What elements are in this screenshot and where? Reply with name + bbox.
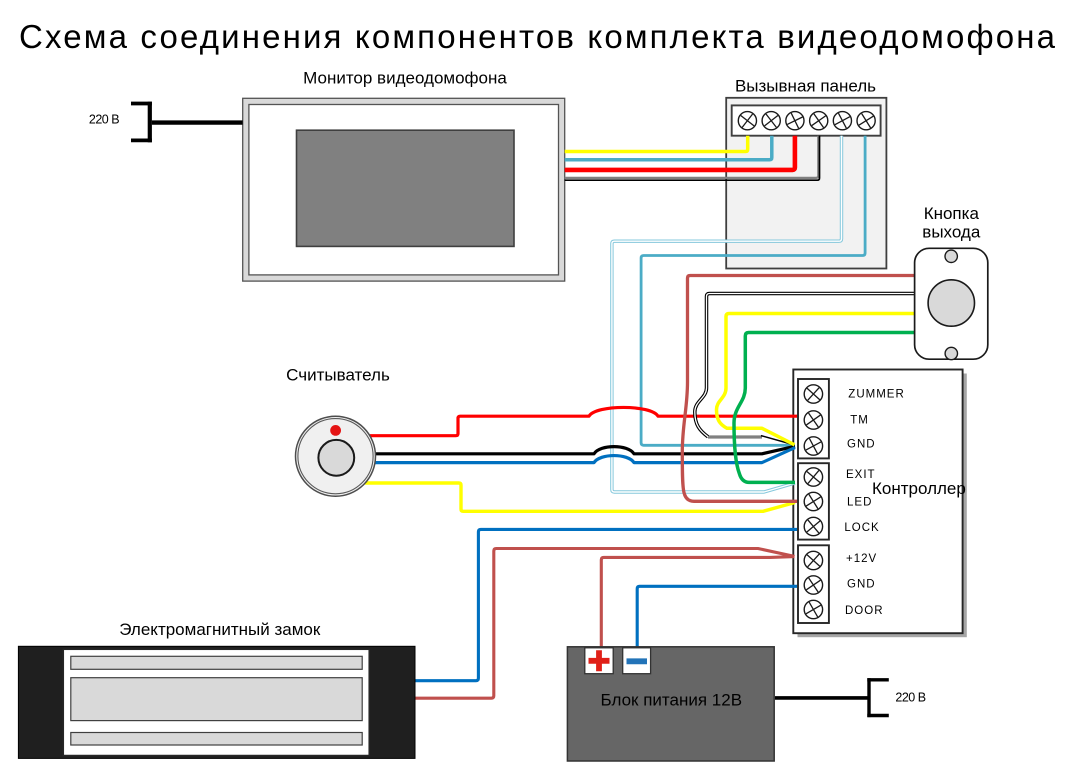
svg-text:TM: TM xyxy=(850,414,869,426)
svg-text:GND: GND xyxy=(847,439,876,451)
svg-text:GND: GND xyxy=(847,579,876,591)
svg-text:выхода: выхода xyxy=(922,223,981,242)
svg-text:220 В: 220 В xyxy=(89,113,119,127)
svg-text:Считыватель: Считыватель xyxy=(286,365,390,384)
svg-text:ZUMMER: ZUMMER xyxy=(848,389,904,401)
svg-text:Контроллер: Контроллер xyxy=(872,479,966,498)
svg-text:DOOR: DOOR xyxy=(845,605,884,617)
svg-text:LOCK: LOCK xyxy=(844,522,879,534)
svg-text:Кнопка: Кнопка xyxy=(924,204,980,223)
svg-text:Электромагнитный замок: Электромагнитный замок xyxy=(119,620,321,639)
svg-text:LED: LED xyxy=(847,496,872,508)
svg-text:Схема соединения компонентов к: Схема соединения компонентов комплекта в… xyxy=(19,18,1057,55)
svg-text:Вызывная панель: Вызывная панель xyxy=(735,77,876,96)
svg-text:+12V: +12V xyxy=(846,553,877,565)
svg-text:Монитор видеодомофона: Монитор видеодомофона xyxy=(303,69,507,88)
svg-text:220 В: 220 В xyxy=(895,690,925,704)
svg-text:EXIT: EXIT xyxy=(846,469,876,481)
svg-text:Блок питания 12В: Блок питания 12В xyxy=(601,691,743,710)
